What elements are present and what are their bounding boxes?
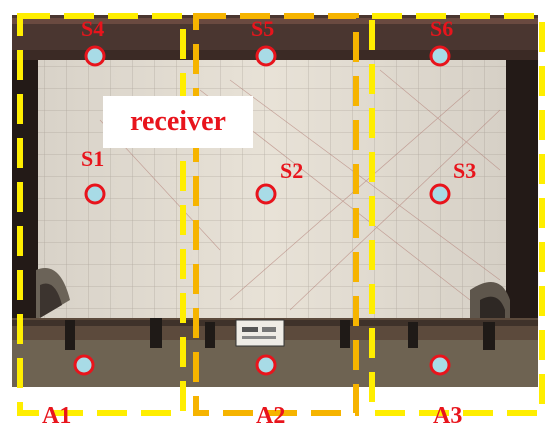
area-label-a3: A3 [433, 403, 463, 429]
sensor-label-s6: S6 [430, 16, 454, 41]
area-a3-box [369, 13, 545, 416]
sensor-label-s2: S2 [280, 158, 304, 183]
area-a2-box [193, 13, 359, 416]
area-label-a2: A2 [256, 403, 286, 429]
sensor-s6-dot [429, 45, 451, 67]
base-point-a1-dot [73, 354, 95, 376]
sensor-s2-dot [255, 183, 277, 205]
sensor-label-s1: S1 [81, 146, 105, 171]
sensor-markers [73, 45, 451, 376]
sensor-s5-dot [255, 45, 277, 67]
sensor-s4-dot [84, 45, 106, 67]
specimen-sign [235, 319, 285, 347]
anchor-bolts [65, 318, 495, 350]
sensor-label-s5: S5 [251, 16, 275, 41]
sensor-label-s3: S3 [453, 158, 477, 183]
base-point-a3-dot [429, 354, 451, 376]
area-a1-box [17, 13, 186, 416]
sensor-s3-dot [429, 183, 451, 205]
sensor-label-s4: S4 [81, 16, 105, 41]
receiver-label: receiver [130, 106, 226, 137]
base-point-a2-dot [255, 354, 277, 376]
sensor-s1-dot [84, 183, 106, 205]
area-label-a1: A1 [42, 403, 72, 429]
receiver-label-box: receiver [103, 96, 253, 148]
